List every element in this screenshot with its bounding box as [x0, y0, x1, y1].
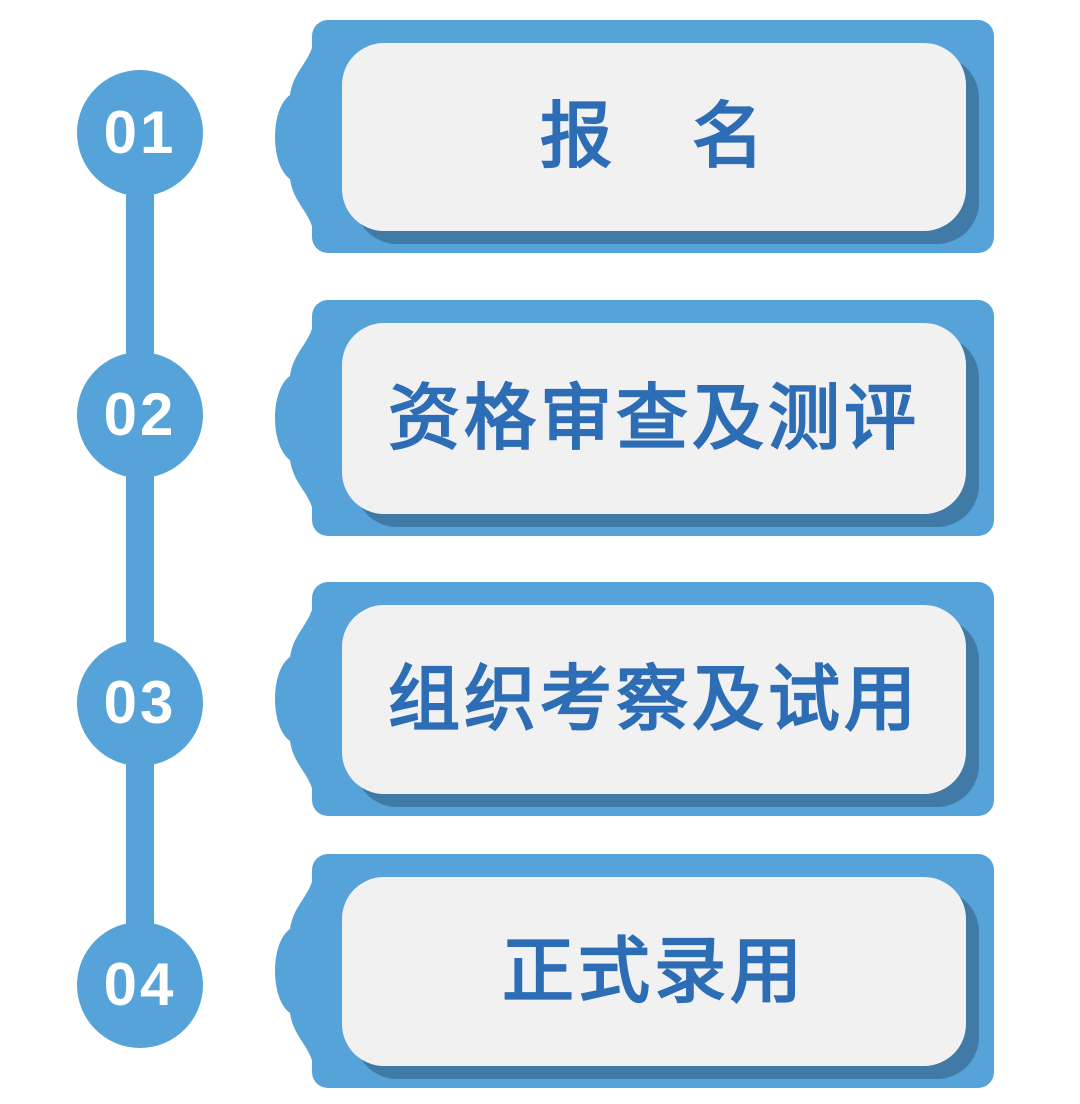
step-1-card: 报 名 — [275, 20, 994, 253]
step-4-label: 正式录用 — [501, 931, 806, 1012]
step-3-number: 03 — [103, 669, 177, 736]
step-3-label: 组织考察及试用 — [387, 659, 920, 740]
step-2-label: 资格审查及测评 — [387, 378, 920, 459]
card-tab-notch-icon — [275, 591, 315, 807]
timeline-connector-line — [126, 133, 154, 985]
step-4-number: 04 — [103, 951, 177, 1018]
step-3-card: 组织考察及试用 — [275, 582, 994, 816]
step-4-label-panel: 正式录用 — [342, 877, 966, 1066]
step-4-card: 正式录用 — [275, 854, 994, 1088]
step-1-label: 报 名 — [539, 97, 768, 177]
step-1-label-panel: 报 名 — [342, 43, 966, 231]
step-3-number-badge: 03 — [77, 640, 203, 766]
step-1-number: 01 — [103, 99, 177, 166]
step-2-number-badge: 02 — [77, 352, 203, 478]
step-1-number-badge: 01 — [77, 70, 203, 196]
card-tab-notch-icon — [275, 863, 315, 1079]
step-4-number-badge: 04 — [77, 922, 203, 1048]
step-2-card: 资格审查及测评 — [275, 300, 994, 536]
step-3-label-panel: 组织考察及试用 — [342, 605, 966, 794]
card-tab-notch-icon — [275, 28, 315, 245]
step-2-number: 02 — [103, 381, 177, 448]
card-tab-notch-icon — [275, 310, 315, 526]
step-2-label-panel: 资格审查及测评 — [342, 323, 966, 514]
